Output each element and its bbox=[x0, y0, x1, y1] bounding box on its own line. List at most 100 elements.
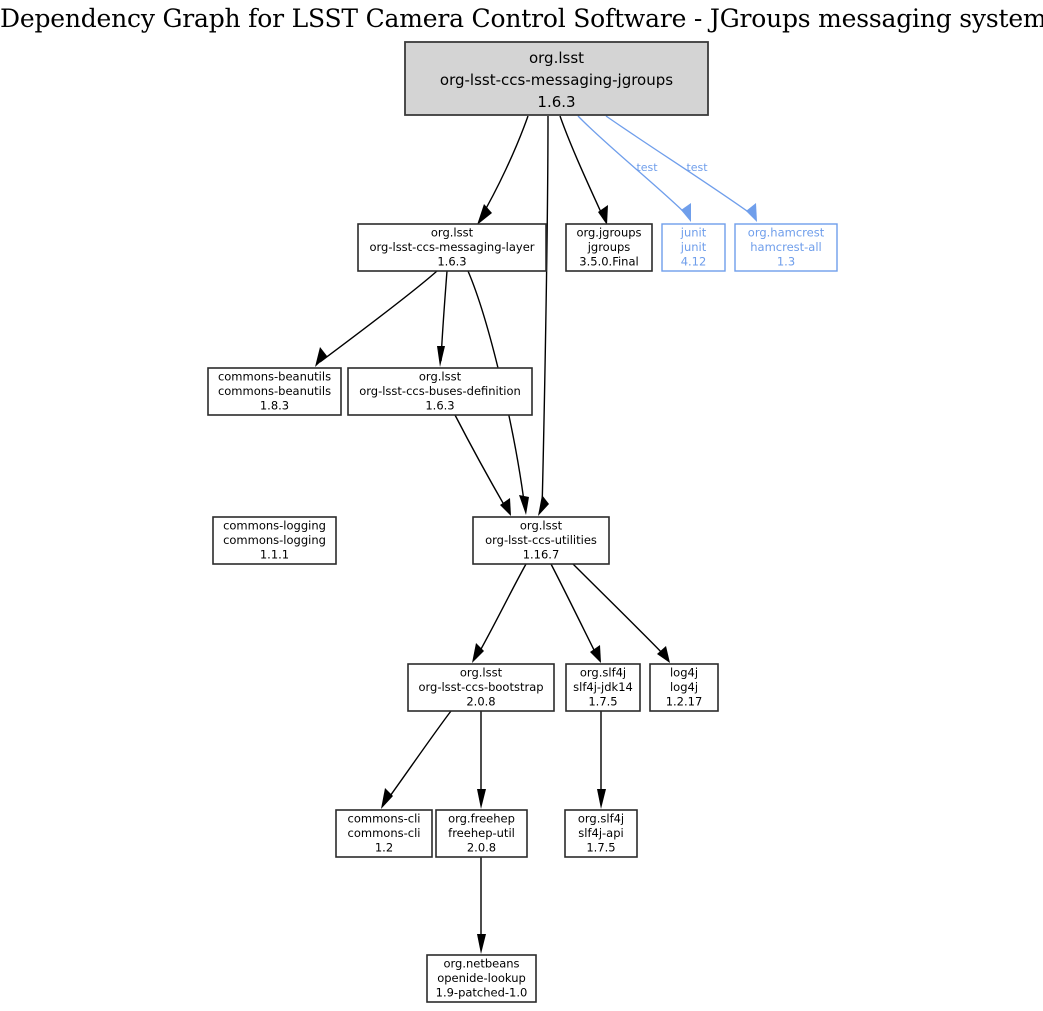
graph-node-openide-lookup[interactable]: org.netbeansopenide-lookup1.9-patched-1.… bbox=[426, 954, 537, 1003]
graph-node-jgroups-messaging[interactable]: org.lsstorg-lsst-ccs-messaging-jgroups1.… bbox=[404, 41, 709, 116]
node-box[interactable] bbox=[404, 41, 709, 116]
node-box[interactable] bbox=[426, 954, 537, 1003]
edge-path bbox=[541, 115, 549, 511]
arrowhead-icon bbox=[437, 346, 445, 367]
node-version: 1.6.3 bbox=[425, 399, 454, 413]
arrowhead-icon bbox=[746, 203, 757, 222]
arrowhead-icon bbox=[381, 788, 393, 809]
graph-edge bbox=[477, 857, 486, 954]
node-group: org.lsst bbox=[419, 369, 462, 383]
graph-edge bbox=[597, 711, 606, 809]
node-box[interactable] bbox=[565, 663, 641, 712]
node-box[interactable] bbox=[407, 663, 555, 712]
node-box[interactable] bbox=[472, 516, 610, 565]
graph-edge bbox=[550, 563, 601, 663]
edge-path bbox=[605, 115, 755, 217]
arrowhead-icon bbox=[477, 204, 492, 225]
node-artifact: commons-beanutils bbox=[218, 384, 331, 398]
node-artifact: junit bbox=[680, 240, 707, 254]
graph-edge bbox=[477, 711, 486, 809]
arrowhead-icon bbox=[472, 643, 484, 663]
node-artifact: commons-logging bbox=[223, 533, 326, 547]
node-box[interactable] bbox=[661, 223, 726, 272]
edge-scope-label: test bbox=[686, 161, 708, 174]
edge-path bbox=[454, 414, 508, 511]
edge-path bbox=[384, 710, 452, 804]
node-group: org.hamcrest bbox=[748, 225, 825, 239]
node-box[interactable] bbox=[357, 223, 547, 272]
node-version: 1.7.5 bbox=[588, 695, 617, 709]
node-group: log4j bbox=[670, 665, 698, 679]
graph-edge bbox=[315, 270, 438, 367]
node-box[interactable] bbox=[564, 809, 638, 858]
node-group: org.freehep bbox=[448, 811, 515, 825]
page-title: Dependency Graph for LSST Camera Control… bbox=[0, 4, 1043, 33]
graph-edge bbox=[572, 563, 670, 663]
node-group: org.lsst bbox=[529, 49, 584, 67]
node-version: 1.16.7 bbox=[523, 548, 560, 562]
node-version: 3.5.0.Final bbox=[579, 255, 638, 269]
arrowhead-icon bbox=[477, 789, 486, 809]
graph-edge bbox=[559, 115, 608, 225]
node-box[interactable] bbox=[565, 223, 653, 272]
node-version: 1.2 bbox=[375, 841, 393, 855]
graph-edge bbox=[477, 115, 529, 225]
graph-edge: test bbox=[605, 115, 757, 222]
node-artifact: org-lsst-ccs-buses-definition bbox=[359, 384, 521, 398]
node-artifact: slf4j-api bbox=[578, 826, 623, 840]
graph-edge bbox=[538, 115, 549, 516]
node-group: org.jgroups bbox=[576, 225, 641, 239]
node-group: commons-beanutils bbox=[218, 369, 331, 383]
graph-edge bbox=[472, 563, 527, 663]
edge-path bbox=[319, 270, 438, 363]
node-box[interactable] bbox=[649, 663, 719, 712]
node-box[interactable] bbox=[347, 367, 533, 416]
edge-path bbox=[572, 563, 667, 658]
node-box[interactable] bbox=[207, 367, 342, 416]
graph-node-buses-definition[interactable]: org.lsstorg-lsst-ccs-buses-definition1.6… bbox=[347, 367, 533, 416]
node-version: 1.6.3 bbox=[437, 255, 466, 269]
arrowhead-icon bbox=[315, 347, 327, 367]
arrowhead-icon bbox=[597, 789, 606, 809]
node-group: org.netbeans bbox=[443, 956, 519, 970]
nodes-layer: org.lsstorg-lsst-ccs-messaging-jgroups1.… bbox=[207, 41, 838, 1003]
node-box[interactable] bbox=[435, 809, 528, 858]
node-artifact: hamcrest-all bbox=[750, 240, 822, 254]
node-artifact: openide-lookup bbox=[437, 971, 526, 985]
arrowhead-icon bbox=[538, 495, 549, 516]
arrowhead-icon bbox=[477, 934, 486, 954]
node-version: 1.9-patched-1.0 bbox=[436, 986, 528, 1000]
edge-path bbox=[475, 563, 527, 659]
node-version: 1.6.3 bbox=[537, 93, 575, 111]
graph-node-messaging-layer[interactable]: org.lsstorg-lsst-ccs-messaging-layer1.6.… bbox=[357, 223, 547, 272]
graph-edge bbox=[381, 710, 452, 809]
node-group: commons-cli bbox=[348, 811, 421, 825]
node-box[interactable] bbox=[335, 809, 433, 858]
node-artifact: org-lsst-ccs-bootstrap bbox=[418, 680, 543, 694]
edge-path bbox=[479, 115, 529, 220]
arrowhead-icon bbox=[657, 646, 670, 663]
arrowhead-icon bbox=[598, 205, 608, 225]
node-artifact: freehep-util bbox=[448, 826, 515, 840]
node-box[interactable] bbox=[212, 516, 337, 565]
edge-path bbox=[559, 115, 605, 220]
arrowhead-icon bbox=[681, 203, 691, 222]
node-box[interactable] bbox=[734, 223, 838, 272]
arrowhead-icon bbox=[500, 498, 511, 516]
node-artifact: org-lsst-ccs-messaging-layer bbox=[369, 240, 534, 254]
edge-path bbox=[577, 115, 689, 217]
